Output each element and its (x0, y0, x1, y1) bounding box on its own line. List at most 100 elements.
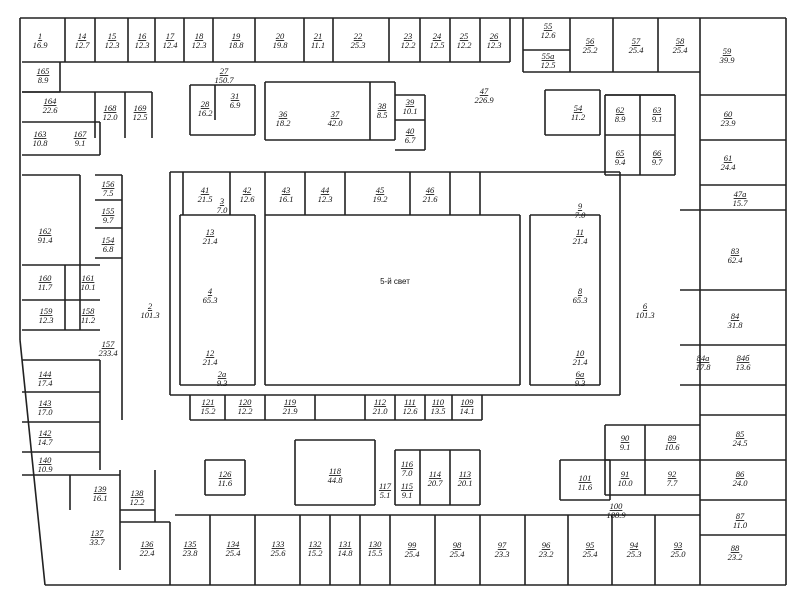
room-number: 60 (724, 109, 733, 119)
room-number: 121 (202, 397, 215, 407)
room-number: 94 (630, 540, 639, 550)
room-area: 19.2 (373, 194, 389, 204)
room-number: 100 (610, 501, 624, 511)
room-number: 58 (676, 36, 685, 46)
room-label: 316.9 (230, 91, 241, 110)
room-number: 18 (195, 31, 204, 41)
room-number: 159 (40, 306, 54, 316)
room-area: 16.1 (279, 194, 294, 204)
room-number: 156 (102, 179, 116, 189)
room-number: 65 (616, 148, 625, 158)
room-area: 6.8 (103, 244, 114, 254)
room-area: 24.4 (721, 162, 737, 172)
room-number: 120 (239, 397, 253, 407)
room-area: 16.2 (198, 108, 214, 118)
room-label: 865.3 (573, 286, 588, 305)
room-number: 12 (206, 348, 215, 358)
room-area: 44.8 (328, 475, 344, 485)
room-number: 135 (184, 539, 197, 549)
room-number: 132 (309, 539, 323, 549)
room-number: 95 (586, 540, 595, 550)
room-area: 6.9 (230, 100, 241, 110)
room-area: 13.5 (431, 406, 446, 416)
room-number: 142 (39, 428, 53, 438)
room-number: 31 (230, 91, 240, 101)
room-number: 161 (82, 273, 95, 283)
room-area: 25.4 (583, 549, 599, 559)
room-area: 33.7 (89, 537, 106, 547)
room-number: 163 (34, 129, 47, 139)
room-number: 113 (459, 469, 471, 479)
room-label: 388.5 (377, 101, 388, 120)
room-number: 110 (432, 397, 445, 407)
room-number: 9 (578, 201, 583, 211)
room-area: 25.4 (226, 548, 242, 558)
room-number: 19 (232, 31, 241, 41)
room-number: 40 (406, 126, 415, 136)
room-number: 96 (542, 540, 551, 550)
room-number: 99 (408, 540, 417, 550)
room-label: 628.9 (615, 105, 626, 124)
room-area: 7.0 (402, 468, 413, 478)
room-number: 44 (321, 185, 330, 195)
room-area: 9.7 (103, 215, 114, 225)
room-area: 11.2 (81, 315, 96, 325)
room-number: 11 (576, 227, 584, 237)
room-area: 62.4 (728, 255, 744, 265)
room-area: 8.9 (615, 114, 626, 124)
room-area: 7.0 (217, 205, 228, 215)
room-label: 909.1 (620, 433, 631, 452)
room-number: 117 (379, 481, 392, 491)
room-number: 46 (426, 185, 435, 195)
room-number: 26 (490, 31, 499, 41)
room-area: 11.0 (733, 520, 748, 530)
room-area: 15.2 (308, 548, 324, 558)
room-number: 84а (697, 353, 710, 363)
room-area: 8.5 (377, 110, 388, 120)
room-area: 12.2 (130, 497, 146, 507)
room-number: 133 (272, 539, 285, 549)
room-area: 8.9 (38, 75, 49, 85)
room-area: 25.3 (351, 40, 366, 50)
room-label: 116.9 (33, 31, 49, 50)
room-number: 144 (39, 369, 53, 379)
room-area: 31.8 (727, 320, 744, 330)
room-number: 28 (201, 99, 210, 109)
room-area: 22.6 (43, 105, 59, 115)
room-number: 87 (736, 511, 745, 521)
room-number: 25 (460, 31, 469, 41)
room-number: 84б (737, 353, 751, 363)
room-number: 27 (220, 66, 229, 76)
room-number: 57 (632, 36, 641, 46)
room-area: 23.2 (728, 552, 744, 562)
room-label: 639.1 (652, 105, 663, 124)
room-number: 86 (736, 469, 745, 479)
room-number: 93 (674, 540, 683, 550)
room-number: 154 (102, 235, 116, 245)
